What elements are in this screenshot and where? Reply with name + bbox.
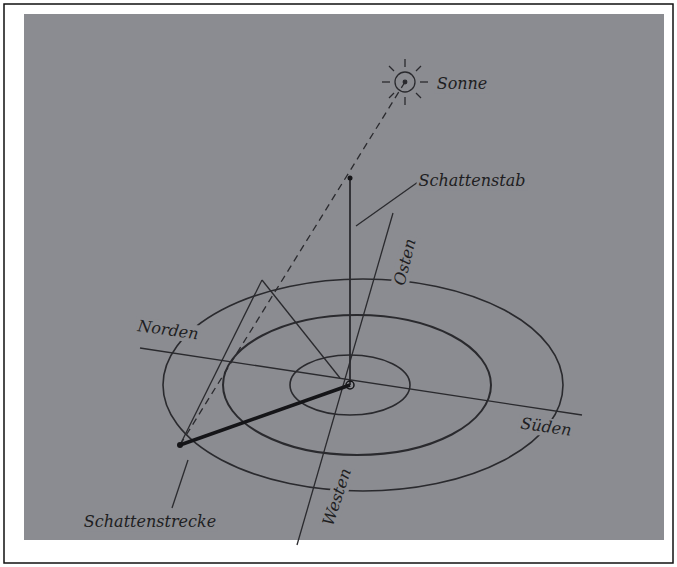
- sun-ray-dashed: [180, 82, 405, 445]
- direction-label: Westen: [319, 464, 355, 529]
- east-west-line: [297, 213, 393, 545]
- sun-symbol: [382, 59, 428, 105]
- direction-label: Süden: [517, 414, 574, 439]
- outer-ellipse: [163, 279, 563, 491]
- direction-label: Osten: [390, 235, 420, 289]
- shadow-label: Schattenstrecke: [82, 513, 218, 531]
- leader-line: [172, 460, 188, 508]
- stick-base: [346, 381, 354, 389]
- outer-frame: [4, 4, 673, 563]
- shadow-segment: [180, 385, 350, 445]
- shadow-stick: [349, 178, 351, 385]
- paper-ground: [24, 14, 664, 540]
- leader-line: [356, 182, 418, 226]
- stick-top: [348, 176, 353, 181]
- construction-line: [262, 280, 340, 378]
- direction-label: Norden: [134, 317, 201, 344]
- north-south-line: [140, 348, 582, 415]
- stick-label: Schattenstab: [417, 172, 528, 190]
- shadow-tip: [177, 442, 183, 448]
- sun-label: Sonne: [435, 75, 490, 93]
